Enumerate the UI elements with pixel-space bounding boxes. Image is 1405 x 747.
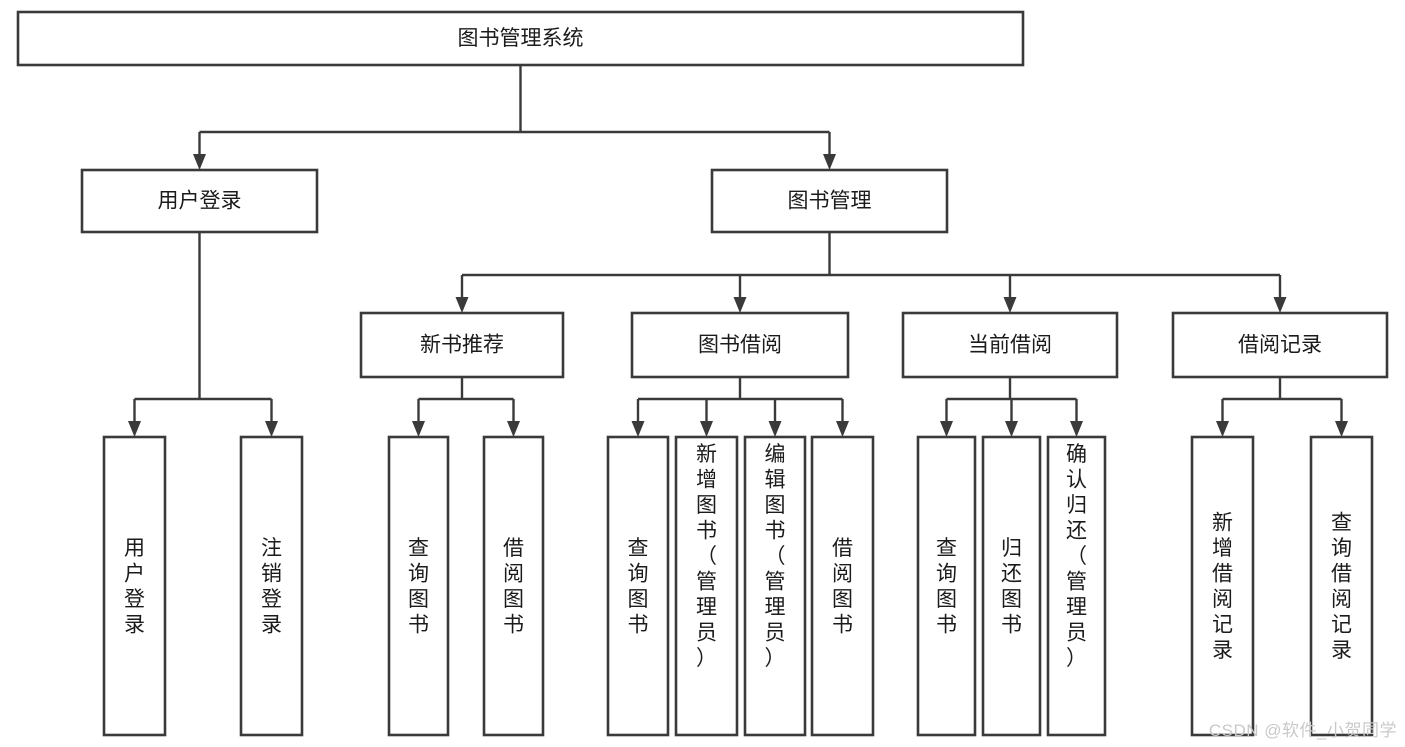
node-label: 归还图书 <box>1001 537 1022 637</box>
node-label: 图书管理 <box>788 190 872 213</box>
node-leaf-return-book[interactable]: 归还图书 <box>981 435 1042 737</box>
node-label: 注销登录 <box>261 537 282 637</box>
node-box <box>16 10 1025 67</box>
node-leaf-query-book-1[interactable]: 查询图书 <box>387 435 450 737</box>
node-leaf-add-book-admin[interactable]: 新增图书（管理员） <box>674 435 739 737</box>
node-box <box>710 168 949 234</box>
node-box <box>901 311 1119 379</box>
node-box <box>1309 435 1374 737</box>
node-leaf-user-login[interactable]: 用户登录 <box>102 435 167 737</box>
node-label: 查询图书 <box>936 537 957 637</box>
node-box <box>1046 435 1107 737</box>
node-label: 借阅图书 <box>832 537 853 637</box>
edge-group-book-borrow <box>631 377 849 437</box>
node-box <box>239 435 304 737</box>
node-box <box>674 435 739 737</box>
edge-group-root <box>193 65 836 170</box>
node-book-borrow[interactable]: 图书借阅 <box>630 311 850 379</box>
edge-group-new-book-rec <box>412 377 520 437</box>
node-label: 查询借阅记录 <box>1331 511 1352 662</box>
nodes-layer: 图书管理系统用户登录图书管理新书推荐图书借阅当前借阅借阅记录用户登录注销登录查询… <box>16 10 1389 737</box>
node-leaf-edit-book-admin[interactable]: 编辑图书（管理员） <box>743 435 807 737</box>
node-current-borrow[interactable]: 当前借阅 <box>901 311 1119 379</box>
node-box <box>981 435 1042 737</box>
edges-layer <box>128 65 1348 437</box>
node-box <box>1171 311 1389 379</box>
node-new-book-rec[interactable]: 新书推荐 <box>359 311 565 379</box>
node-leaf-logout[interactable]: 注销登录 <box>239 435 304 737</box>
node-label: 查询图书 <box>408 537 429 637</box>
node-book-manage[interactable]: 图书管理 <box>710 168 949 234</box>
node-label: 编辑图书（管理员） <box>765 443 786 670</box>
node-leaf-borrow-book-1[interactable]: 借阅图书 <box>482 435 545 737</box>
node-leaf-borrow-book-2[interactable]: 借阅图书 <box>810 435 875 737</box>
node-label: 借阅记录 <box>1238 334 1322 357</box>
node-label: 当前借阅 <box>968 334 1052 357</box>
node-label: 用户登录 <box>158 190 242 213</box>
node-leaf-query-book-2[interactable]: 查询图书 <box>606 435 670 737</box>
edge-group-borrow-record <box>1216 377 1348 437</box>
node-box <box>387 435 450 737</box>
edge-group-current-borrow <box>940 377 1083 437</box>
node-label: 确认归还（管理员） <box>1066 443 1087 670</box>
node-leaf-query-book-3[interactable]: 查询图书 <box>916 435 977 737</box>
node-box <box>743 435 807 737</box>
node-root[interactable]: 图书管理系统 <box>16 10 1025 67</box>
node-user-login[interactable]: 用户登录 <box>80 168 319 234</box>
edge-group-book-manage <box>455 232 1287 313</box>
node-box <box>102 435 167 737</box>
node-label: 图书借阅 <box>698 334 782 357</box>
node-label: 借阅图书 <box>503 537 524 637</box>
node-box <box>630 311 850 379</box>
csdn-watermark: CSDN @软件_小贺同学 <box>1208 721 1397 740</box>
node-box <box>80 168 319 234</box>
node-box <box>1190 435 1255 737</box>
node-box <box>916 435 977 737</box>
node-box <box>810 435 875 737</box>
node-label: 图书管理系统 <box>458 27 584 50</box>
node-leaf-add-record[interactable]: 新增借阅记录 <box>1190 435 1255 737</box>
node-box <box>482 435 545 737</box>
node-label: 新增借阅记录 <box>1212 511 1233 662</box>
node-label: 新书推荐 <box>420 334 504 357</box>
node-box <box>359 311 565 379</box>
node-label: 用户登录 <box>124 537 145 637</box>
node-leaf-query-record[interactable]: 查询借阅记录 <box>1309 435 1374 737</box>
node-borrow-record[interactable]: 借阅记录 <box>1171 311 1389 379</box>
node-label: 查询图书 <box>628 537 649 637</box>
node-leaf-confirm-return-admin[interactable]: 确认归还（管理员） <box>1046 435 1107 737</box>
node-label: 新增图书（管理员） <box>696 443 717 670</box>
edge-group-user-login <box>128 232 278 437</box>
node-box <box>606 435 670 737</box>
